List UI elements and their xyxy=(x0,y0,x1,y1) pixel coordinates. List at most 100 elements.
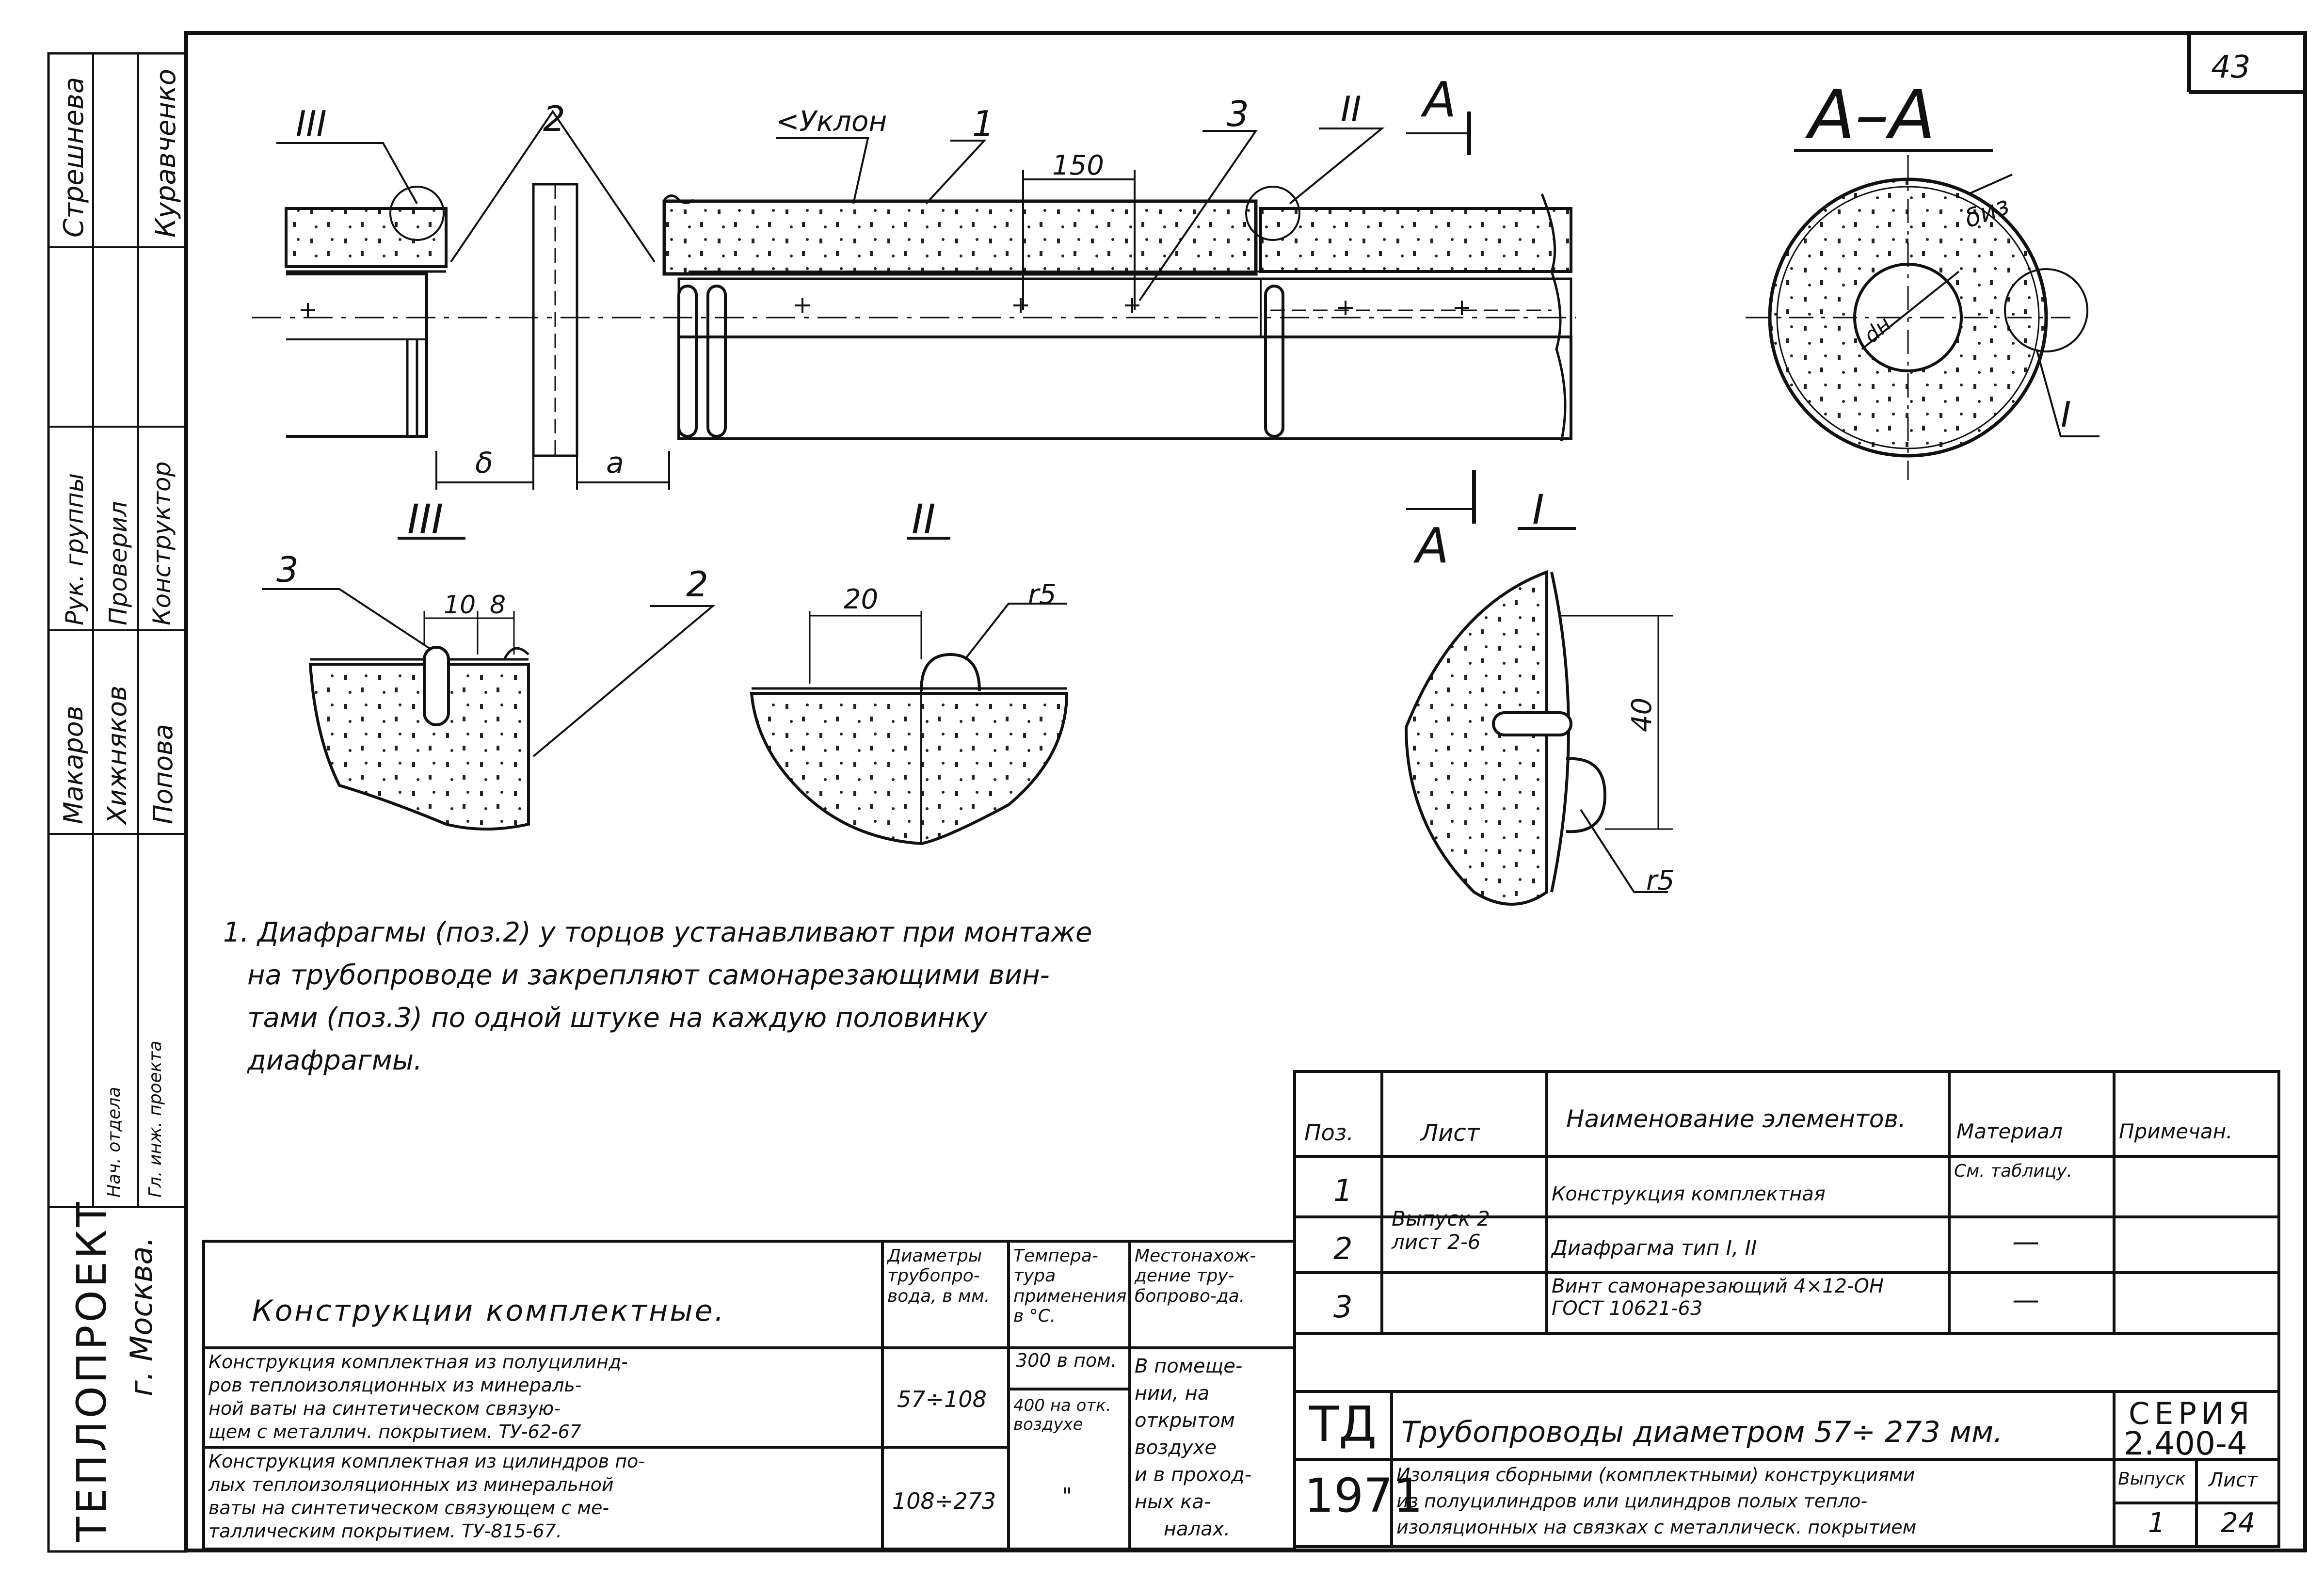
constructions-row-temp: 400 на отк. воздухе xyxy=(1013,1396,1111,1435)
constructions-row-temp: " xyxy=(1062,1483,1073,1509)
note-line: 1. Диафрагмы (поз.2) у торцов устанавлив… xyxy=(223,917,1092,948)
callout-slope: <Уклон xyxy=(776,105,887,138)
position-3-main: 3 xyxy=(1227,94,1249,134)
subtitle-line: из полуцилиндров или цилиндров полых теп… xyxy=(1396,1490,1868,1512)
spec-row-name: Конструкция комплектная xyxy=(1552,1183,1826,1205)
detail-marker-i-section: I xyxy=(2061,394,2071,435)
spec-row-name: Винт самонарезающий 4×12-ОН ГОСТ 10621-6… xyxy=(1552,1275,1884,1320)
detail-marker-ii-main: II xyxy=(1341,89,1361,129)
constructions-title: Конструкции комплектные. xyxy=(252,1294,726,1328)
title-main: Трубопроводы диаметром 57÷ 273 мм. xyxy=(1401,1415,2003,1449)
desc-line: щем с металлич. покрытием. ТУ-62-67 xyxy=(208,1421,581,1442)
section-marker-bottom: А xyxy=(1413,517,1449,574)
constructions-row-desc: Конструкция комплектная из полуцилинд- р… xyxy=(208,1350,628,1443)
spec-header-material: Материал xyxy=(1956,1119,2063,1143)
constructions-header-temp: Темпера-тура применения в °С. xyxy=(1013,1246,1127,1326)
section-a-a-drawing xyxy=(1746,149,2100,480)
spec-header-sheet: Лист xyxy=(1421,1119,1480,1147)
stamp-city: г. Москва. xyxy=(124,1236,159,1396)
spec-header-note: Примечан. xyxy=(2119,1119,2233,1143)
issue-number: 1 xyxy=(2148,1507,2165,1539)
spec-row-material: См. таблицу. xyxy=(1954,1161,2073,1181)
subtitle-line: Изоляция сборными (комплектными) констру… xyxy=(1396,1464,1915,1486)
spec-row-pos: 2 xyxy=(1333,1231,1353,1266)
callout-delta: δ xyxy=(475,446,493,480)
desc-line: Конструкция комплектная из полуцилинд- xyxy=(208,1351,628,1373)
location-line: открытом xyxy=(1135,1409,1235,1432)
assembly-note: 1. Диафрагмы (поз.2) у торцов устанавлив… xyxy=(223,911,1092,1082)
series-number: 2.400-4 xyxy=(2124,1425,2247,1462)
spec-row-sheet: Выпуск 2 лист 2-6 xyxy=(1392,1207,1490,1254)
position-1: 1 xyxy=(972,103,994,144)
constructions-location: В помеще- нии, на открытом воздухе и в п… xyxy=(1135,1353,1251,1543)
position-2-detail: 2 xyxy=(686,564,708,605)
constructions-row-temp: 300 в пом. xyxy=(1016,1350,1117,1371)
detail-marker-iii-main: III xyxy=(296,103,327,144)
detail-ii-drawing xyxy=(750,537,1069,846)
stamp-dept-head: Нач. отдела xyxy=(104,1087,124,1198)
spec-row-pos: 1 xyxy=(1333,1173,1353,1208)
callout-40: 40 xyxy=(1626,698,1658,732)
callout-8: 8 xyxy=(490,591,506,620)
position-3-detail: 3 xyxy=(276,549,299,590)
location-line: нии, на xyxy=(1135,1382,1210,1405)
callout-10: 10 xyxy=(444,591,476,620)
title-subtitle: Изоляция сборными (комплектными) констру… xyxy=(1396,1462,1916,1540)
desc-line: ной ваты на синтетическом связую- xyxy=(208,1398,561,1419)
main-pipe-view xyxy=(252,110,1576,490)
stamp-name-khizhnyakov: Хижняков xyxy=(102,685,132,824)
location-line: ных ка- xyxy=(1135,1491,1211,1513)
position-2-main: 2 xyxy=(543,98,565,139)
desc-line: ров теплоизоляционных из минераль- xyxy=(208,1374,582,1396)
stamp-role-checked: Проверил xyxy=(104,501,132,625)
note-line: диафрагмы. xyxy=(247,1045,422,1076)
spec-header-name: Наименование элементов. xyxy=(1566,1105,1906,1133)
issue-label: Выпуск xyxy=(2118,1469,2186,1489)
spec-table-grid xyxy=(1293,1070,2280,1335)
location-line: воздухе xyxy=(1135,1437,1217,1459)
drawing-labels: 43 А–А А А <Уклон 150 δ a 10 8 20 r5 r5 … xyxy=(276,49,2250,896)
desc-line: ваты на синтетическом связующем с ме- xyxy=(208,1497,609,1518)
location-line: налах. xyxy=(1164,1518,1231,1540)
detail-title-iii: III xyxy=(407,495,443,543)
sheet-label: Лист xyxy=(2209,1469,2258,1491)
section-title: А–А xyxy=(1805,76,1936,155)
callout-150: 150 xyxy=(1052,150,1104,181)
constructions-header-location: Местонахож-дение тру-бопрово-да. xyxy=(1135,1246,1256,1306)
spec-row-pos: 3 xyxy=(1333,1289,1353,1325)
constructions-header-diameter: Диаметры трубопро-вода, в мм. xyxy=(887,1246,990,1306)
stamp-role-head: Рук. группы xyxy=(61,473,89,625)
stamp-name-makarov: Макаров xyxy=(58,705,89,824)
spec-header-pos: Поз. xyxy=(1304,1119,1354,1146)
subtitle-line: изоляционных на связках с металлическ. п… xyxy=(1396,1517,1917,1538)
callout-r5-i: r5 xyxy=(1646,865,1675,896)
location-line: В помеще- xyxy=(1135,1355,1243,1377)
desc-line: таллическим покрытием. ТУ-815-67. xyxy=(208,1520,562,1542)
stamp-name-streshneva: Стрешнева xyxy=(58,77,90,238)
constructions-table-grid xyxy=(202,1240,1296,1550)
section-marker-top: А xyxy=(1420,71,1456,128)
main-view-plus-marks xyxy=(301,298,1469,318)
stamp-role-designer: Конструктор xyxy=(148,461,176,625)
location-line: и в проход- xyxy=(1135,1464,1252,1486)
spec-row-material: — xyxy=(2012,1284,2039,1316)
series-label: СЕРИЯ xyxy=(2129,1396,2255,1431)
stamp-chief-engineer: Гл. инж. проекта xyxy=(145,1040,165,1198)
page-number: 43 xyxy=(2211,49,2250,85)
constructions-row-diameter: 108÷273 xyxy=(892,1488,996,1514)
detail-title-ii: II xyxy=(912,495,936,543)
constructions-row-diameter: 57÷108 xyxy=(897,1386,987,1412)
spec-row-name: Диафрагма тип I, II xyxy=(1552,1236,1757,1260)
title-code: ТД xyxy=(1309,1396,1377,1453)
stamp-name-kuravchenko: Куравченко xyxy=(150,68,182,238)
constructions-row-desc: Конструкция комплектная из цилиндров по-… xyxy=(208,1450,645,1543)
callout-a: a xyxy=(606,446,624,480)
detail-i-drawing xyxy=(1404,470,1673,906)
desc-line: Конструкция комплектная из цилиндров по- xyxy=(208,1451,645,1472)
title-year: 1971 xyxy=(1304,1469,1423,1523)
stamp-org: ТЕПЛОПРОЕКТ xyxy=(68,1199,115,1542)
note-line: тами (поз.3) по одной штуке на каждую по… xyxy=(247,1002,988,1034)
spec-row-material: — xyxy=(2012,1226,2039,1258)
desc-line: лых теплоизоляционных из минеральной xyxy=(208,1474,614,1495)
callout-r5-ii: r5 xyxy=(1028,579,1057,610)
